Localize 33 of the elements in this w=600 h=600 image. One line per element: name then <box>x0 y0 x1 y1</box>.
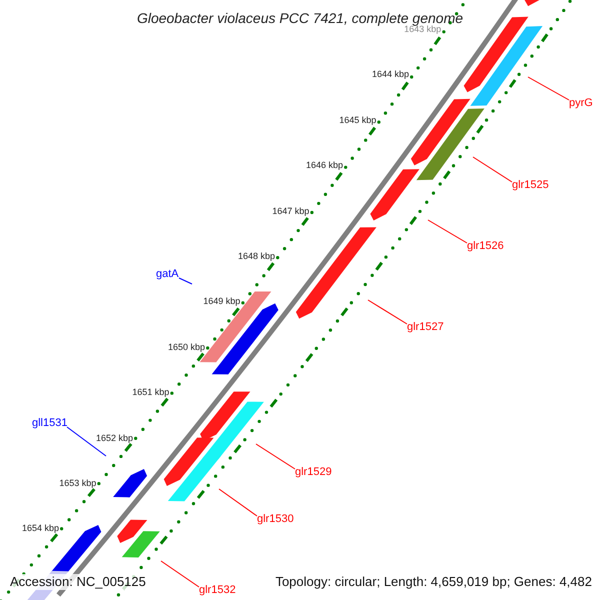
scale-label: 1651 kbp <box>132 387 170 398</box>
gene-label: glr1526 <box>467 240 504 253</box>
scale-label: 1646 kbp <box>306 160 344 172</box>
gene-label: glr1530 <box>257 513 294 526</box>
scale-label: 1643 kbp <box>404 24 442 35</box>
scale-label: 1649 kbp <box>203 296 240 308</box>
genome-summary-text: Topology: circular; Length: 4,659,019 bp; Genes: 4,482 <box>275 574 592 590</box>
title: Gloeobacter violaceus PCC 7421, complete genome <box>136 9 464 26</box>
leader-line <box>256 444 296 470</box>
leader-line <box>160 560 200 588</box>
scale-label: 1644 kbp <box>372 69 409 80</box>
scale-label: 1645 kbp <box>339 114 376 126</box>
gene-label: pyrG <box>569 97 593 110</box>
leader-line <box>218 488 258 516</box>
gene-label: gll1531 <box>32 417 68 430</box>
leader-line <box>368 300 408 324</box>
leader-line <box>472 156 512 182</box>
accession-text: Accession: NC_005125 <box>8 574 148 590</box>
gene-label: gatA <box>156 268 179 281</box>
scale-label: 1652 kbp <box>96 432 134 444</box>
scale-label: 1647 kbp <box>272 206 310 217</box>
leader-line <box>528 76 570 100</box>
scale-label: 1653 kbp <box>59 478 96 489</box>
leader-line <box>428 220 468 244</box>
leader-line <box>178 278 192 284</box>
leader-line <box>66 426 106 456</box>
gene-label: glr1525 <box>512 179 549 192</box>
gene-label: glr1532 <box>199 584 236 597</box>
gene-label: glr1527 <box>407 321 444 334</box>
gene-label: glr1529 <box>295 466 332 479</box>
scale-label: 1650 kbp <box>168 342 206 353</box>
scale-label: 1654 kbp <box>22 523 60 534</box>
scale-label: 1648 kbp <box>238 251 276 262</box>
